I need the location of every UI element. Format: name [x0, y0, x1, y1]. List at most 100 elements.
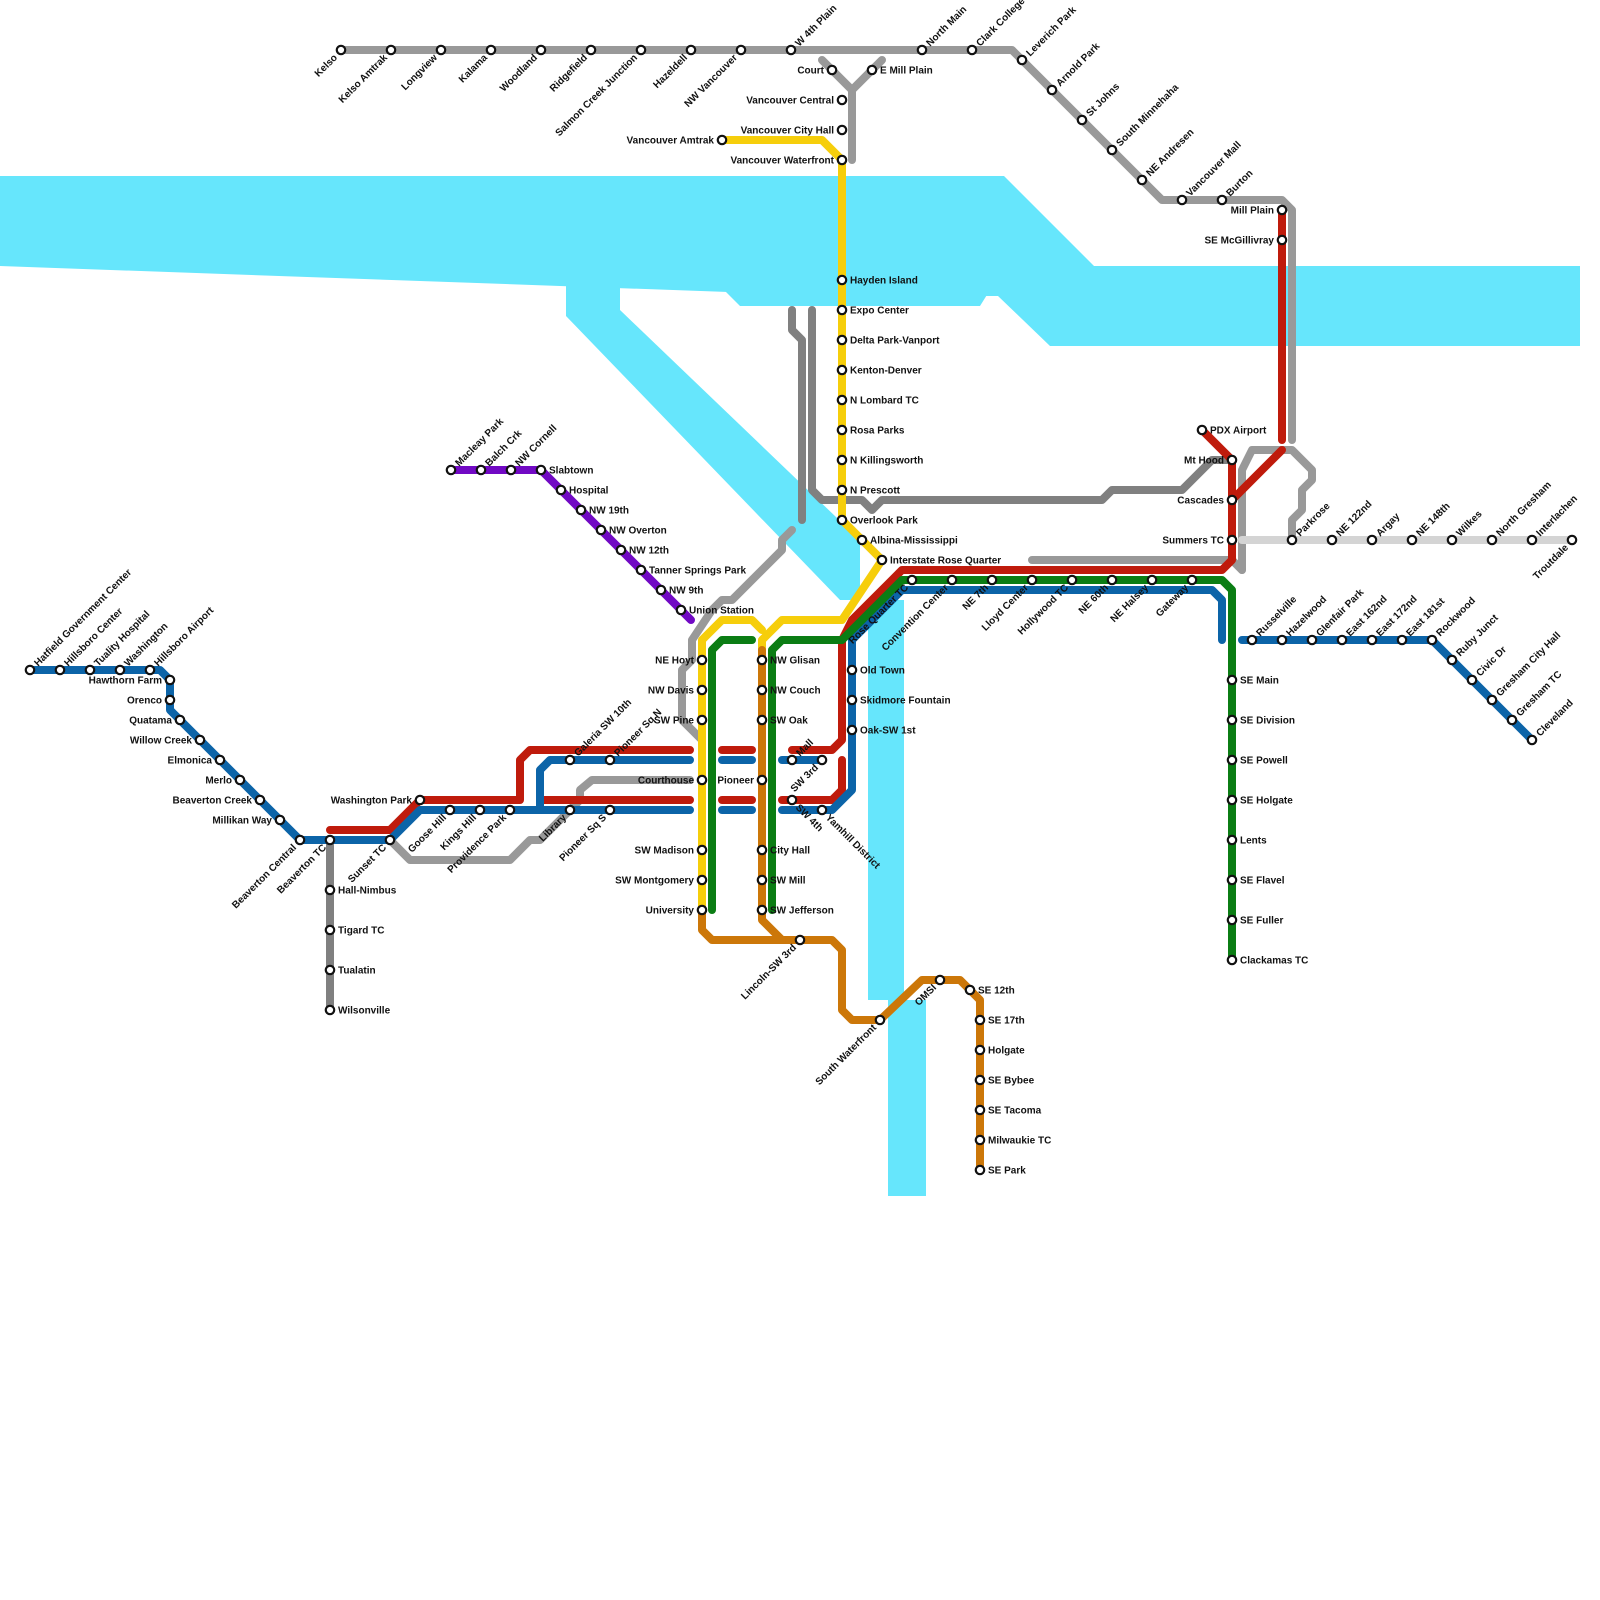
- station-marker[interactable]: [1366, 634, 1378, 646]
- station-marker[interactable]: [1066, 574, 1078, 586]
- station-se-powell[interactable]: SE Powell: [1226, 754, 1288, 767]
- station-marker[interactable]: [696, 844, 708, 856]
- station-marker[interactable]: [756, 774, 768, 786]
- station-elmonica[interactable]: Elmonica: [168, 754, 226, 767]
- station-beaverton-tc[interactable]: Beaverton TC: [275, 834, 336, 896]
- station-nw-davis[interactable]: NW Davis: [648, 684, 708, 697]
- station-marker[interactable]: [504, 804, 516, 816]
- station-marker[interactable]: [836, 124, 848, 136]
- station-marker[interactable]: [575, 504, 587, 516]
- station-se-fuller[interactable]: SE Fuller: [1226, 914, 1284, 927]
- station-marker[interactable]: [535, 44, 547, 56]
- station-marker[interactable]: [826, 64, 838, 76]
- station-marker[interactable]: [836, 514, 848, 526]
- station-university[interactable]: University: [646, 904, 708, 917]
- station-marker[interactable]: [836, 394, 848, 406]
- station-vancouver-waterfront[interactable]: Vancouver Waterfront: [730, 154, 848, 167]
- station-marker[interactable]: [385, 44, 397, 56]
- station-nw-12th[interactable]: NW 12th: [615, 544, 669, 557]
- station-glenfair-park[interactable]: Glenfair Park: [1306, 587, 1367, 646]
- station-marker[interactable]: [735, 44, 747, 56]
- station-wilsonville[interactable]: Wilsonville: [324, 1004, 391, 1017]
- station-marker[interactable]: [585, 44, 597, 56]
- station-marker[interactable]: [836, 484, 848, 496]
- station-marker[interactable]: [946, 574, 958, 586]
- station-marker[interactable]: [756, 654, 768, 666]
- station-overlook-park[interactable]: Overlook Park: [836, 514, 918, 527]
- station-marker[interactable]: [24, 664, 36, 676]
- station-marker[interactable]: [1336, 634, 1348, 646]
- station-marker[interactable]: [866, 64, 878, 76]
- station-hall-nimbus[interactable]: Hall-Nimbus: [324, 884, 397, 897]
- station-south-minnehaha[interactable]: South Minnehaha: [1106, 82, 1182, 156]
- station-marker[interactable]: [966, 44, 978, 56]
- station-marker[interactable]: [1226, 494, 1238, 506]
- station-se-main[interactable]: SE Main: [1226, 674, 1279, 687]
- station-marker[interactable]: [756, 844, 768, 856]
- station-marker[interactable]: [1396, 634, 1408, 646]
- station-hospital[interactable]: Hospital: [555, 484, 609, 497]
- station-marker[interactable]: [114, 664, 126, 676]
- station-se-mcgillivray[interactable]: SE McGillivray: [1205, 234, 1288, 247]
- station-marker[interactable]: [194, 734, 206, 746]
- station-marker[interactable]: [635, 564, 647, 576]
- station-marker[interactable]: [836, 334, 848, 346]
- station-marker[interactable]: [1446, 534, 1458, 546]
- station-marker[interactable]: [906, 574, 918, 586]
- station-marker[interactable]: [535, 464, 547, 476]
- station-interstate-rose-quarter[interactable]: Interstate Rose Quarter: [876, 554, 1001, 567]
- station-marker[interactable]: [1016, 54, 1028, 66]
- station-marker[interactable]: [1486, 534, 1498, 546]
- station-tigard-tc[interactable]: Tigard TC: [324, 924, 385, 937]
- station-marker[interactable]: [1076, 114, 1088, 126]
- station-marker[interactable]: [836, 424, 848, 436]
- station-marker[interactable]: [1216, 194, 1228, 206]
- station-vancouver-central[interactable]: Vancouver Central: [746, 94, 848, 107]
- station-marker[interactable]: [445, 464, 457, 476]
- station-marker[interactable]: [1226, 534, 1238, 546]
- station-marker[interactable]: [974, 1104, 986, 1116]
- station-vancouver-amtrak[interactable]: Vancouver Amtrak: [627, 134, 728, 147]
- station-old-town[interactable]: Old Town: [846, 664, 905, 677]
- station-rosa-parks[interactable]: Rosa Parks: [836, 424, 905, 437]
- station-marker[interactable]: [604, 804, 616, 816]
- station-marker[interactable]: [444, 804, 456, 816]
- station-expo-center[interactable]: Expo Center: [836, 304, 909, 317]
- station-marker[interactable]: [836, 274, 848, 286]
- station-marker[interactable]: [675, 604, 687, 616]
- station-marker[interactable]: [274, 814, 286, 826]
- station-marker[interactable]: [696, 714, 708, 726]
- station-marker[interactable]: [756, 874, 768, 886]
- station-marker[interactable]: [974, 1134, 986, 1146]
- station-marker[interactable]: [846, 664, 858, 676]
- station-millikan-way[interactable]: Millikan Way: [212, 814, 286, 827]
- station-marker[interactable]: [214, 754, 226, 766]
- station-e-mill-plain[interactable]: E Mill Plain: [866, 64, 933, 77]
- station-cascades[interactable]: Cascades: [1177, 494, 1238, 507]
- station-marker[interactable]: [836, 94, 848, 106]
- station-marker[interactable]: [964, 984, 976, 996]
- station-marker[interactable]: [1176, 194, 1188, 206]
- station-marker[interactable]: [1566, 534, 1578, 546]
- station-n-lombard-tc[interactable]: N Lombard TC: [836, 394, 919, 407]
- station-clackamas-tc[interactable]: Clackamas TC: [1226, 954, 1309, 967]
- station-marker[interactable]: [1226, 954, 1238, 966]
- station-marker[interactable]: [1046, 84, 1058, 96]
- station-marker[interactable]: [1106, 144, 1118, 156]
- station-marker[interactable]: [1506, 714, 1518, 726]
- station-marker[interactable]: [1366, 534, 1378, 546]
- station-marker[interactable]: [1226, 674, 1238, 686]
- station-marker[interactable]: [234, 774, 246, 786]
- station-marker[interactable]: [836, 304, 848, 316]
- station-city-hall[interactable]: City Hall: [756, 844, 810, 857]
- station-marker[interactable]: [974, 1074, 986, 1086]
- station-marker[interactable]: [786, 754, 798, 766]
- station-mt-hood[interactable]: Mt Hood: [1184, 454, 1238, 467]
- station-marker[interactable]: [876, 554, 888, 566]
- station-marker[interactable]: [816, 754, 828, 766]
- station-marker[interactable]: [1226, 754, 1238, 766]
- station-marker[interactable]: [1026, 574, 1038, 586]
- station-arnold-park[interactable]: Arnold Park: [1046, 41, 1103, 96]
- station-merlo[interactable]: Merlo: [205, 774, 246, 787]
- station-marker[interactable]: [474, 804, 486, 816]
